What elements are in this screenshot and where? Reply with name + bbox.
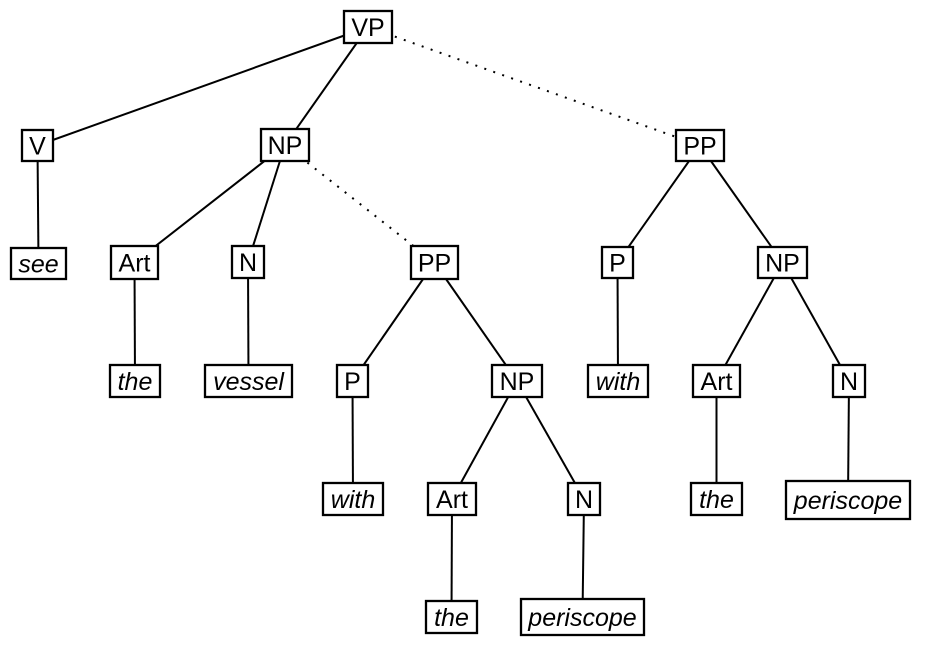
node-art2: Art	[426, 481, 478, 517]
edge-np1-art1	[133, 144, 286, 264]
node-label-np1: NP	[268, 132, 303, 160]
node-box-vp	[342, 9, 394, 45]
node-pp2: PP	[674, 128, 726, 163]
node-label-the1: the	[118, 368, 153, 396]
node-box-periscope1	[519, 597, 646, 637]
node-box-the2	[424, 599, 479, 635]
node-the1: the	[108, 363, 162, 399]
node-box-art1	[109, 244, 160, 281]
node-label-vessel: vessel	[213, 368, 285, 396]
node-n3: N	[831, 363, 867, 399]
node-label-v: V	[29, 133, 46, 161]
node-box-with2	[586, 363, 650, 399]
node-label-art3: Art	[701, 368, 733, 396]
edge-np2-n2	[516, 380, 585, 500]
node-label-vp: VP	[351, 14, 384, 42]
node-see: see	[9, 246, 68, 281]
node-label-p1: P	[344, 368, 361, 396]
node-label-art2: Art	[436, 486, 468, 514]
node-label-with1: with	[331, 486, 375, 514]
edge-art1-the1	[133, 262, 136, 382]
edge-np1-n1	[247, 144, 286, 263]
node-box-n1	[230, 244, 266, 280]
node-np1: NP	[259, 127, 311, 163]
edge-vp-np1	[284, 26, 369, 146]
node-n1: N	[230, 244, 266, 280]
node-label-np2: NP	[500, 368, 535, 396]
edge-np2-art2	[451, 380, 518, 500]
edge-np3-n3	[781, 262, 850, 382]
edge-n1-vessel	[247, 261, 250, 382]
node-art1: Art	[109, 244, 160, 281]
node-np2: NP	[490, 363, 544, 399]
node-pp1: PP	[409, 244, 460, 281]
node-label-pp1: PP	[418, 250, 451, 278]
node-label-with2: with	[596, 368, 640, 396]
edge-vp-v	[37, 26, 369, 147]
node-box-art3	[691, 363, 742, 399]
node-label-art1: Art	[119, 250, 151, 278]
node-label-n3: N	[840, 368, 858, 396]
node-box-pp2	[674, 128, 726, 163]
node-box-np3	[756, 245, 809, 280]
node-box-np1	[259, 127, 311, 163]
node-box-vessel	[203, 363, 294, 399]
node-label-pp2: PP	[683, 133, 716, 161]
node-box-art2	[426, 481, 478, 517]
node-box-np2	[490, 363, 544, 399]
node-p1: P	[335, 363, 370, 399]
node-n2: N	[566, 481, 602, 517]
node-label-np3: NP	[765, 250, 800, 278]
node-box-p2	[600, 245, 635, 280]
node-box-the3	[689, 481, 744, 517]
edge-v-see	[36, 145, 40, 264]
node-label-the2: the	[434, 604, 469, 632]
edge-n2-periscope1	[581, 498, 585, 618]
node-label-n2: N	[575, 486, 593, 514]
node-v: V	[20, 128, 55, 163]
edge-p1-with1	[351, 380, 354, 500]
node-label-periscope1: periscope	[527, 604, 636, 632]
node-periscope2: periscope	[784, 479, 912, 521]
node-label-n1: N	[239, 249, 257, 277]
node-box-n3	[831, 363, 867, 399]
node-box-pp1	[409, 244, 460, 281]
node-label-periscope2: periscope	[793, 487, 902, 515]
node-with1: with	[321, 481, 385, 517]
edge-pp1-p1	[351, 261, 436, 382]
edge-pp2-p2	[616, 144, 701, 264]
node-box-the1	[108, 363, 162, 399]
node-box-periscope2	[784, 479, 912, 521]
node-the3: the	[689, 481, 744, 517]
edge-vp-pp2	[367, 26, 701, 147]
node-label-p2: P	[609, 250, 626, 278]
node-box-v	[20, 128, 55, 163]
node-np3: NP	[756, 245, 809, 280]
node-vp: VP	[342, 9, 394, 45]
edge-p2-with2	[616, 262, 619, 382]
edge-pp2-np3	[699, 144, 784, 264]
edge-np3-art3	[715, 262, 784, 382]
node-label-see: see	[18, 251, 58, 279]
node-label-the3: the	[699, 486, 734, 514]
node-with2: with	[586, 363, 650, 399]
node-box-with1	[321, 481, 385, 517]
node-periscope1: periscope	[519, 597, 646, 637]
node-p2: P	[600, 245, 635, 280]
edge-np1-pp1	[284, 144, 436, 264]
node-art3: Art	[691, 363, 742, 399]
node-the2: the	[424, 599, 479, 635]
node-box-n2	[566, 481, 602, 517]
node-vessel: vessel	[203, 363, 294, 399]
node-box-p1	[335, 363, 370, 399]
edge-art2-the2	[450, 498, 453, 618]
edge-pp1-np2	[433, 261, 518, 382]
node-box-see	[9, 246, 68, 281]
